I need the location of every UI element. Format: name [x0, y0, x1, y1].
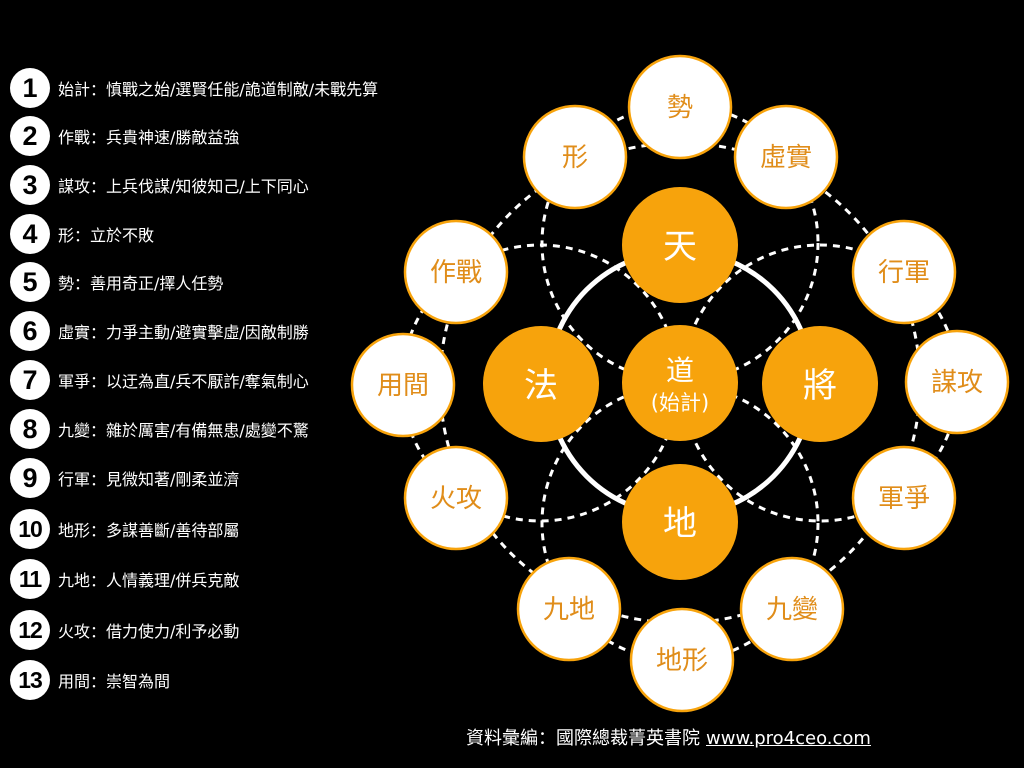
website-link[interactable]: www.pro4ceo.com	[706, 728, 871, 749]
node-mougong	[904, 329, 1010, 435]
node-label: 軍爭	[878, 484, 930, 514]
node-zuozhan	[403, 219, 509, 325]
node-label: 火攻	[430, 484, 482, 514]
node-di: 地	[622, 464, 738, 580]
footer-credit: 資料彙編：國際總裁菁英書院 www.pro4ceo.com	[466, 724, 871, 750]
list-item: 1 始計：慎戰之始/選賢任能/詭道制敵/未戰先算	[10, 68, 378, 108]
node-label: 形	[562, 143, 588, 173]
node-dixing	[629, 607, 735, 713]
number-badge: 11	[10, 559, 50, 599]
node-xingjun	[851, 219, 957, 325]
number-badge: 9	[10, 458, 50, 498]
list-item-text: 勢：善用奇正/擇人任勢	[58, 274, 224, 293]
list-item: 5 勢：善用奇正/擇人任勢	[10, 262, 223, 302]
list-item: 9 行軍：見微知著/剛柔並濟	[10, 458, 239, 498]
list-item-text: 九地：人情義理/併兵克敵	[58, 571, 240, 590]
node-label: 作戰	[430, 258, 482, 288]
list-item: 7 軍爭：以迂為直/兵不厭詐/奪氣制心	[10, 360, 309, 400]
node-shi	[627, 54, 733, 160]
node-fa: 法	[483, 326, 599, 442]
node-jiang: 將	[762, 326, 878, 442]
list-item: 2 作戰：兵貴神速/勝敵益強	[10, 116, 239, 156]
node-label: 虛實	[760, 143, 812, 173]
list-item-text: 軍爭：以迂為直/兵不厭詐/奪氣制心	[58, 372, 309, 391]
list-item-text: 作戰：兵貴神速/勝敵益強	[58, 128, 240, 147]
node-label: 將	[803, 366, 837, 406]
list-item-text: 始計：慎戰之始/選賢任能/詭道制敵/未戰先算	[58, 80, 379, 99]
node-label: 用間	[377, 371, 429, 401]
node-xing	[522, 104, 628, 210]
number-badge: 3	[10, 165, 50, 205]
node-yongjian	[350, 332, 456, 438]
center-label-main: 道	[666, 354, 694, 387]
list-item-text: 用間：崇智為間	[58, 672, 171, 691]
number-badge: 1	[10, 68, 50, 108]
number-badge: 6	[10, 311, 50, 351]
node-junzheng	[851, 445, 957, 551]
node-label: 地形	[656, 646, 708, 676]
node-label: 行軍	[878, 258, 930, 288]
list-item: 3 謀攻：上兵伐謀/知彼知己/上下同心	[10, 165, 309, 205]
list-item-text: 形：立於不敗	[58, 226, 155, 245]
number-badge: 10	[10, 509, 50, 549]
number-badge: 5	[10, 262, 50, 302]
list-item: 8 九變：雜於厲害/有備無患/處變不驚	[10, 409, 309, 449]
node-tian: 天	[622, 187, 738, 303]
number-badge: 4	[10, 214, 50, 254]
list-item-text: 火攻：借力使力/利予必動	[58, 622, 240, 641]
number-badge: 8	[10, 409, 50, 449]
list-item-text: 行軍：見微知著/剛柔並濟	[58, 470, 240, 489]
number-badge: 12	[10, 610, 50, 650]
list-item: 13 用間：崇智為間	[10, 660, 170, 700]
node-label: 天	[663, 227, 697, 267]
list-item: 4 形：立於不敗	[10, 214, 154, 254]
node-label: 九地	[543, 595, 595, 625]
number-badge: 2	[10, 116, 50, 156]
footer-label: 資料彙編：國際總裁菁英書院	[466, 728, 700, 749]
node-xushi	[733, 104, 839, 210]
list-item: 11 九地：人情義理/併兵克敵	[10, 559, 239, 599]
number-badge: 13	[10, 660, 50, 700]
node-label: 勢	[667, 93, 693, 123]
node-label: 謀攻	[931, 368, 983, 398]
node-jiudi	[516, 556, 622, 662]
node-huogong	[403, 445, 509, 551]
node-label: 法	[524, 366, 558, 406]
list-item-text: 地形：多謀善斷/善待部屬	[58, 521, 240, 540]
center-label-sub: (始計)	[651, 391, 709, 415]
node-label: 地	[663, 504, 697, 544]
list-item: 10 地形：多謀善斷/善待部屬	[10, 509, 239, 549]
node-center: 道 (始計)	[622, 325, 738, 441]
list-item-text: 虛實：力爭主動/避實擊虛/因敵制勝	[58, 323, 309, 342]
node-label: 九變	[766, 595, 818, 625]
list-item: 6 虛實：力爭主動/避實擊虛/因敵制勝	[10, 311, 309, 351]
list-item-text: 九變：雜於厲害/有備無患/處變不驚	[58, 421, 309, 440]
list-item: 12 火攻：借力使力/利予必動	[10, 610, 239, 650]
list-item-text: 謀攻：上兵伐謀/知彼知己/上下同心	[58, 177, 309, 196]
number-badge: 7	[10, 360, 50, 400]
node-jiubian	[739, 556, 845, 662]
